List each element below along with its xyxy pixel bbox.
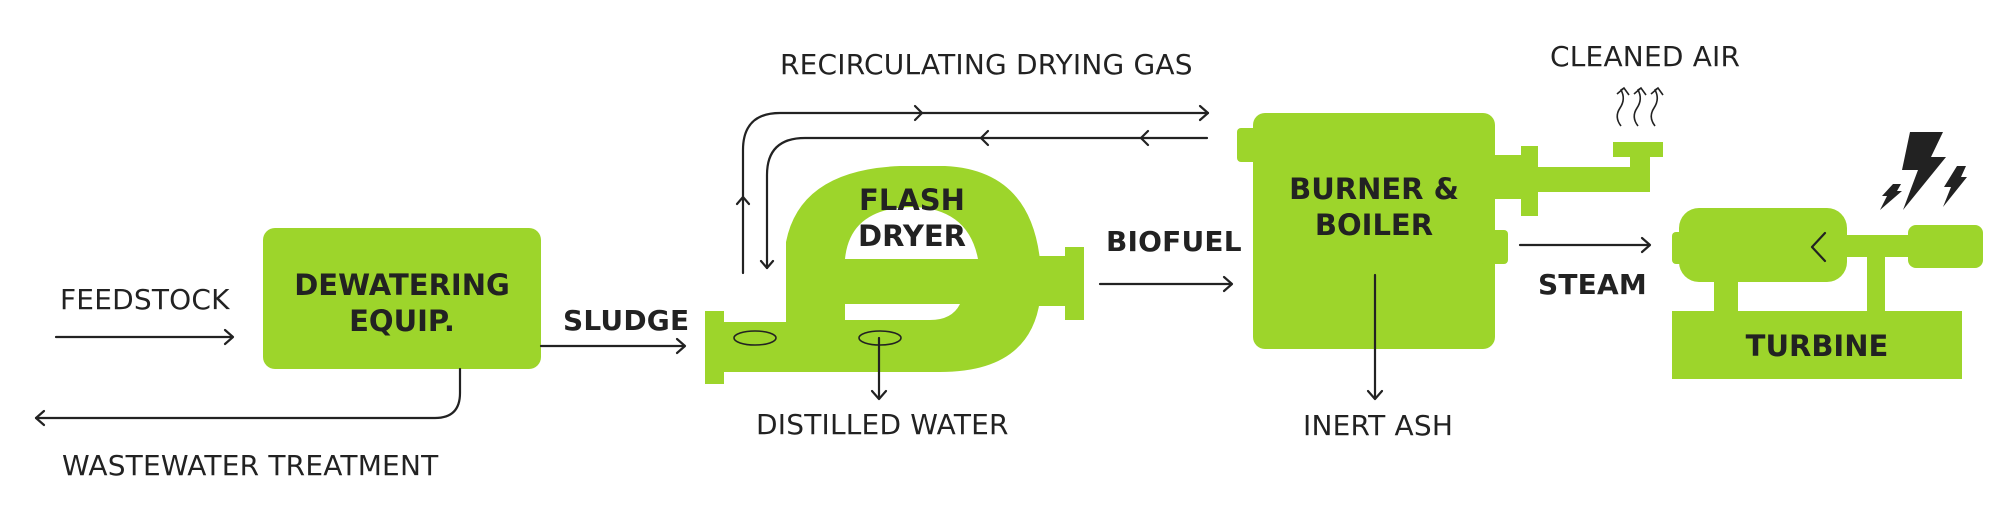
recirculating-gas-out-arrow xyxy=(735,104,1210,275)
biofuel-arrow xyxy=(1098,275,1234,293)
burner-boiler-label-line1: BURNER & xyxy=(1289,172,1459,206)
burner-boiler[interactable] xyxy=(1237,113,1663,349)
biofuel-label: BIOFUEL xyxy=(1106,225,1242,258)
dewatering-equipment-label: DEWATERING EQUIP. xyxy=(263,267,541,339)
sludge-arrow xyxy=(539,337,687,355)
flash-dryer-label-line2: DRYER xyxy=(858,219,966,253)
feedstock-arrow xyxy=(54,328,235,346)
dryer-inlet-port xyxy=(733,330,777,346)
lightning-bolt-icon xyxy=(1880,132,1967,210)
distilled-water-label: DISTILLED WATER xyxy=(756,408,1009,441)
turbine-label: TURBINE xyxy=(1745,329,1889,363)
cleaned-air-icon xyxy=(1616,86,1664,127)
flash-dryer-label-line1: FLASH xyxy=(859,183,965,217)
recirculating-gas-return-arrow xyxy=(759,129,1209,270)
wastewater-arrow xyxy=(34,367,462,427)
steam-label: STEAM xyxy=(1538,268,1647,301)
recirculating-drying-gas-label: RECIRCULATING DRYING GAS xyxy=(780,48,1193,81)
inert-ash-arrow xyxy=(1366,273,1384,401)
cleaned-air-label: CLEANED AIR xyxy=(1550,40,1741,73)
burner-boiler-label-line2: BOILER xyxy=(1314,208,1434,242)
wastewater-treatment-label: WASTEWATER TREATMENT xyxy=(62,449,439,482)
flash-dryer[interactable] xyxy=(705,166,1084,384)
dewatering-label-line2: EQUIP. xyxy=(349,304,455,338)
turbine[interactable] xyxy=(1672,208,1983,379)
distilled-water-arrow xyxy=(870,336,888,401)
turbine-direction-chevron-icon xyxy=(1810,231,1827,263)
inert-ash-label: INERT ASH xyxy=(1303,409,1454,442)
steam-arrow xyxy=(1518,236,1652,254)
flash-dryer-label: FLASH DRYER xyxy=(842,182,982,254)
dewatering-label-line1: DEWATERING xyxy=(294,268,510,302)
sludge-label: SLUDGE xyxy=(563,304,690,337)
burner-boiler-label: BURNER & BOILER xyxy=(1253,171,1495,243)
dewatering-equipment[interactable] xyxy=(263,228,541,369)
feedstock-label: FEEDSTOCK xyxy=(60,283,230,316)
